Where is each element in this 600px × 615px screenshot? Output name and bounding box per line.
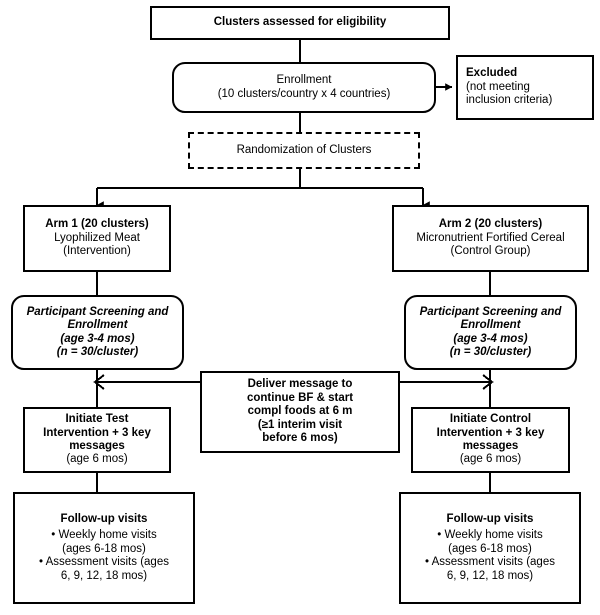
- followup-left-bullet-1-line-1: • Weekly home visits: [51, 529, 157, 542]
- screening-right-line-4: (n = 30/cluster): [449, 345, 532, 358]
- screening-right-line-2: Enrollment: [460, 319, 521, 332]
- followup-right-bullet-2-line-2: 6, 9, 12, 18 mos): [446, 569, 534, 582]
- clusters-assessed-line-1: Clusters assessed for eligibility: [213, 16, 387, 29]
- participant-screening-left-box[interactable]: Participant Screening and Enrollment (ag…: [11, 295, 184, 370]
- initiate-test-line-1: Initiate Test: [65, 413, 129, 426]
- initiate-control-line-2: Intervention + 3 key: [436, 426, 545, 439]
- participant-screening-right-box[interactable]: Participant Screening and Enrollment (ag…: [404, 295, 577, 370]
- followup-right-heading: Follow-up visits: [446, 512, 534, 525]
- deliver-message-line-1: Deliver message to: [247, 378, 353, 391]
- followup-right-bullet-2-line-1: • Assessment visits (ages: [425, 556, 555, 569]
- arm1-line-1: Arm 1 (20 clusters): [45, 218, 149, 231]
- enrollment-box[interactable]: Enrollment (10 clusters/country x 4 coun…: [172, 62, 436, 113]
- initiate-control-line-1: Initiate Control: [449, 413, 532, 426]
- followup-visits-right-box[interactable]: Follow-up visits • Weekly home visits (a…: [399, 492, 581, 604]
- excluded-box[interactable]: Excluded (not meeting inclusion criteria…: [456, 55, 594, 120]
- enrollment-line-1: Enrollment: [276, 74, 332, 87]
- deliver-message-line-4: (≥1 interim visit: [257, 418, 343, 431]
- followup-left-bullet-1-line-2: (ages 6-18 mos): [62, 542, 146, 555]
- deliver-message-box[interactable]: Deliver message to continue BF & start c…: [200, 371, 400, 453]
- arm1-line-2: Lyophilized Meat: [54, 231, 140, 244]
- initiate-control-line-3: messages: [462, 440, 519, 452]
- deliver-message-line-5: before 6 mos): [262, 432, 338, 445]
- arm1-line-3: (Intervention): [63, 245, 131, 258]
- randomization-box[interactable]: Randomization of Clusters: [188, 132, 420, 169]
- excluded-line-2: (not meeting: [466, 80, 530, 93]
- followup-right-bullet-1-line-1: • Weekly home visits: [437, 529, 543, 542]
- arm1-box[interactable]: Arm 1 (20 clusters) Lyophilized Meat (In…: [23, 205, 171, 272]
- screening-right-line-1: Participant Screening and: [419, 305, 562, 318]
- deliver-message-line-2: continue BF & start: [246, 391, 354, 404]
- screening-left-line-4: (n = 30/cluster): [56, 345, 139, 358]
- screening-left-line-3: (age 3-4 mos): [60, 332, 135, 345]
- initiate-test-intervention-box[interactable]: Initiate Test Intervention + 3 key messa…: [23, 407, 171, 473]
- arm2-line-1: Arm 2 (20 clusters): [438, 218, 543, 231]
- followup-left-bullet-2-line-2: 6, 9, 12, 18 mos): [60, 569, 148, 582]
- deliver-message-line-3: compl foods at 6 m: [247, 405, 353, 418]
- initiate-test-line-2: Intervention + 3 key: [43, 426, 151, 439]
- followup-left-bullet-2-line-1: • Assessment visits (ages: [39, 556, 169, 569]
- initiate-control-intervention-box[interactable]: Initiate Control Intervention + 3 key me…: [411, 407, 570, 473]
- screening-right-line-3: (age 3-4 mos): [453, 332, 528, 345]
- followup-visits-left-box[interactable]: Follow-up visits • Weekly home visits (a…: [13, 492, 195, 604]
- open-arrowhead-right: [482, 374, 494, 390]
- excluded-line-3: inclusion criteria): [466, 94, 553, 107]
- randomization-line-1: Randomization of Clusters: [236, 143, 372, 156]
- initiate-test-line-3: messages: [69, 440, 125, 452]
- initiate-test-line-4: (age 6 mos): [66, 453, 128, 466]
- followup-left-heading: Follow-up visits: [60, 512, 148, 525]
- open-arrowhead-left: [93, 374, 105, 390]
- followup-right-bullet-1-line-2: (ages 6-18 mos): [448, 542, 532, 555]
- screening-left-line-2: Enrollment: [67, 319, 128, 332]
- arm2-line-2: Micronutrient Fortified Cereal: [416, 231, 565, 244]
- enrollment-line-2: (10 clusters/country x 4 countries): [217, 87, 391, 100]
- initiate-control-line-4: (age 6 mos): [459, 453, 522, 466]
- clusters-assessed-box[interactable]: Clusters assessed for eligibility: [150, 6, 450, 40]
- excluded-line-1: Excluded: [466, 67, 518, 80]
- arm2-line-3: (Control Group): [450, 245, 531, 258]
- screening-left-line-1: Participant Screening and: [26, 305, 169, 318]
- arm2-box[interactable]: Arm 2 (20 clusters) Micronutrient Fortif…: [392, 205, 589, 272]
